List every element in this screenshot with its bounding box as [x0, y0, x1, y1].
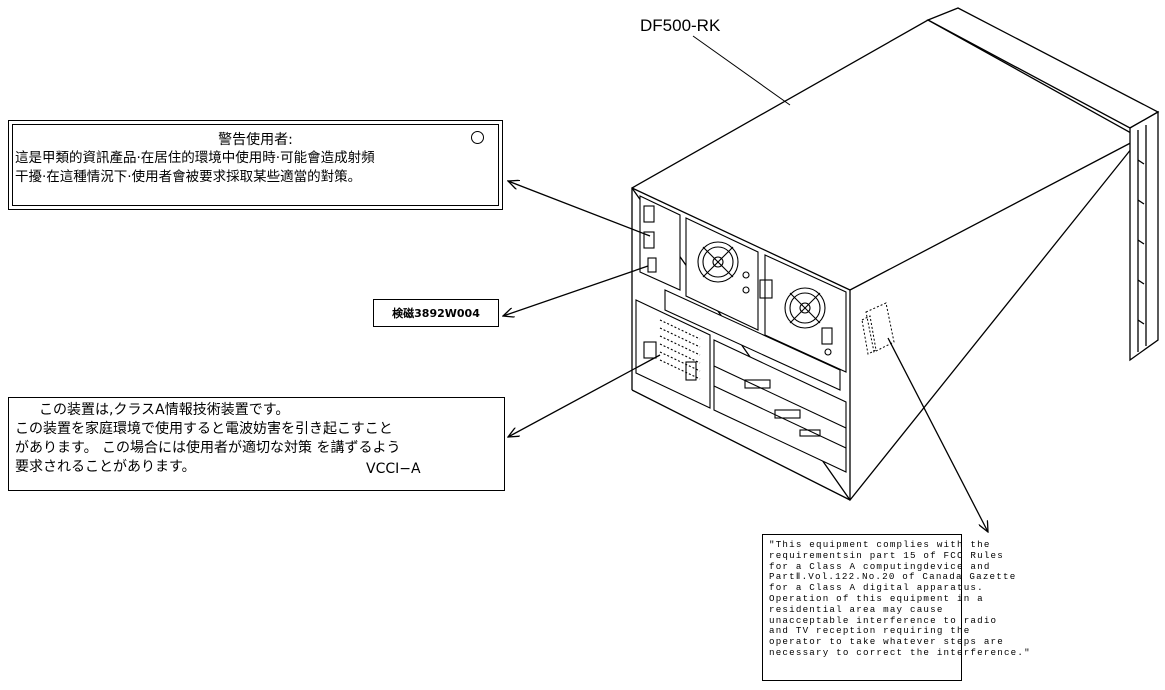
model-label: DF500-RK [640, 16, 721, 35]
fcc-label-line: for a Class A digital apparatus. [769, 582, 984, 594]
arrow-to-fcc-label [887, 337, 988, 532]
taiwan-label-line: 這是甲類的資訊產品‧在居住的環境中使用時‧可能會造成射頻 [15, 150, 375, 166]
taiwan-warning-label: 警告使用者: 這是甲類的資訊產品‧在居住的環境中使用時‧可能會造成射頻 干擾‧在… [8, 120, 503, 210]
arrow-to-korea-label [503, 265, 649, 316]
fcc-label-line: "This equipment complies with the [769, 539, 991, 550]
label-arrows [503, 181, 988, 532]
model-leader-line [692, 35, 791, 106]
fcc-label-line: and TV reception requiring the [769, 625, 971, 637]
japan-label-line: この装置を家庭環境で使用すると電波妨害を引き起こすこと [15, 421, 393, 437]
taiwan-label-inner-frame: 警告使用者: 這是甲類的資訊產品‧在居住的環境中使用時‧可能會造成射頻 干擾‧在… [12, 124, 499, 206]
fcc-label-line: Operation of this equipment in a [769, 592, 984, 604]
korea-certification-label: 検磁3892W004 [373, 299, 499, 327]
fcc-label-line: unacceptable interference to radio [769, 614, 998, 626]
japan-label-line: 要求されることがあります。 [15, 459, 196, 475]
taiwan-label-title: 警告使用者: [218, 132, 293, 148]
fcc-label-line: requirementsin part 15 of FCC Rules [769, 549, 1004, 561]
taiwan-label-line: 干擾‧在這種情況下‧使用者會被要求採取某些適當的對策。 [15, 169, 362, 185]
label-position-marker [861, 302, 895, 355]
front-bezel [926, 7, 1160, 362]
fcc-compliance-label: "This equipment complies with the requir… [762, 534, 1031, 681]
vcci-class-mark: VCCI−A [366, 461, 421, 477]
japan-label-line: この装置は,クラスA情報技術装置です。 [39, 402, 290, 418]
fcc-label-line: PartⅡ.Vol.122.No.20 of Canada Gazette [769, 571, 1017, 583]
fcc-label-line: for a Class A computingdevice and [769, 560, 991, 572]
japan-label-line: があります。 この場合には使用者が適切な対策 を講ずるよう [15, 440, 401, 456]
arrow-to-japan-label [508, 354, 661, 437]
lower-bays [635, 289, 847, 473]
japan-vcci-label: この装置は,クラスA情報技術装置です。 この装置を家庭環境で使用すると電波妨害を… [8, 397, 505, 491]
circle-icon [471, 131, 484, 144]
fcc-label-line: operator to take whatever steps are [769, 636, 1004, 648]
fcc-label-line: necessary to correct the interference." [769, 646, 1031, 658]
arrow-to-taiwan-label [508, 181, 651, 237]
rear-panel [639, 195, 847, 373]
fcc-label-line: residential area may cause [769, 603, 944, 615]
